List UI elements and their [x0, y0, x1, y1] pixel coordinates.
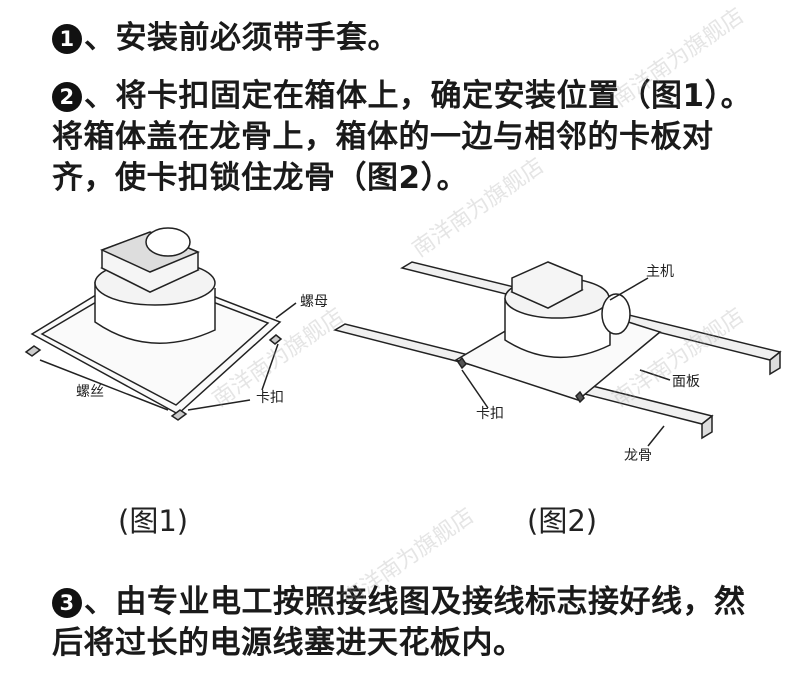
step-text: 、将卡扣固定在箱体上，确定安装位置（图1）。将箱体盖在龙骨上，箱体的一边与相邻的…: [52, 78, 753, 196]
step-1: 1、安装前必须带手套。: [52, 18, 399, 59]
figure-2-drawing: [333, 261, 782, 447]
figure-1-drawing: [24, 227, 297, 421]
label-screw: 螺丝: [76, 384, 104, 400]
step-number-badge: 2: [52, 82, 82, 112]
label-keel: 龙骨: [624, 448, 652, 464]
label-nut: 螺母: [300, 294, 328, 310]
label-clip-fig1: 卡扣: [256, 390, 284, 406]
label-panel: 面板: [672, 374, 700, 390]
step-number-badge: 3: [52, 588, 82, 618]
label-main-unit: 主机: [646, 264, 674, 280]
figure-2-caption: (图2): [527, 504, 598, 538]
label-clip-fig2: 卡扣: [476, 406, 504, 422]
step-text: 、由专业电工按照接线图及接线标志接好线，然后将过长的电源线塞进天花板内。: [52, 584, 746, 661]
step-2: 2、将卡扣固定在箱体上，确定安装位置（图1）。将箱体盖在龙骨上，箱体的一边与相邻…: [52, 76, 772, 199]
figure-1-caption: (图1): [118, 504, 189, 538]
step-number-badge: 1: [52, 24, 82, 54]
step-text: 、安装前必须带手套。: [84, 20, 399, 56]
step-3: 3、由专业电工按照接线图及接线标志接好线，然后将过长的电源线塞进天花板内。: [52, 582, 772, 664]
